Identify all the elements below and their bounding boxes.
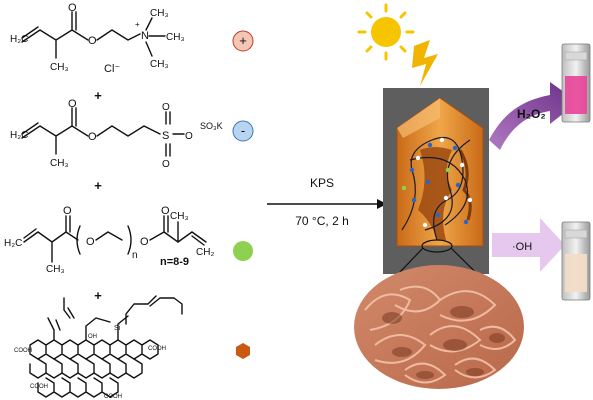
svg-text:S: S xyxy=(162,130,169,142)
svg-text:CH₃: CH₃ xyxy=(150,8,169,19)
graphene-oxide-marker xyxy=(236,343,250,359)
network-beads xyxy=(401,137,473,228)
svg-text:O: O xyxy=(68,98,77,110)
svg-text:O: O xyxy=(68,2,77,14)
go-group-4: Si xyxy=(114,325,121,332)
plus-sign-1: + xyxy=(94,88,102,103)
svg-text:N: N xyxy=(141,30,149,42)
svg-text:O: O xyxy=(88,131,97,143)
sun-icon xyxy=(357,3,415,61)
svg-text:CH₃: CH₃ xyxy=(50,158,69,169)
svg-text:CH₂: CH₂ xyxy=(196,247,214,258)
go-group-5: COOH xyxy=(104,394,122,400)
lightning-icon xyxy=(412,40,438,86)
svg-text:CH₃: CH₃ xyxy=(166,32,185,43)
svg-text:H₂C: H₂C xyxy=(10,34,28,45)
go-group-3: OH xyxy=(88,334,97,340)
svg-text:O: O xyxy=(63,205,72,217)
monomer-crosslinker-structure: H₂C O O n O O CH₃ CH₂ CH₃ n=8-9 xyxy=(4,205,214,275)
graphene-oxide-structure: COOH COOH OH Si COOH COOH xyxy=(14,295,183,400)
plus-sign-2: + xyxy=(94,178,102,193)
crosslinker-marker xyxy=(233,241,253,261)
h2o2-label: H₂O₂ xyxy=(517,107,546,121)
porous-microstructure xyxy=(354,265,524,389)
anionic-marker-label: - xyxy=(241,123,245,138)
polymer-network xyxy=(401,136,471,241)
svg-text:O: O xyxy=(88,35,97,47)
go-group-1: COOH xyxy=(14,348,32,354)
svg-text:CH₃: CH₃ xyxy=(50,62,69,73)
svg-text:CH₃: CH₃ xyxy=(150,59,169,70)
hydroxyl-arrow xyxy=(492,218,565,272)
anionic-marker xyxy=(232,120,254,142)
monomer-cationic-structure: O O N + CH₃ CH₃ CH₃ Cl⁻ H₂C CH₃ xyxy=(10,2,185,75)
repeat-unit-label: n=8-9 xyxy=(160,256,189,268)
go-group-6: COOH xyxy=(30,384,48,390)
svg-text:H₂C: H₂C xyxy=(4,238,22,249)
cationic-marker-label: + xyxy=(239,33,247,48)
svg-text:O: O xyxy=(86,236,95,248)
h2o2-vial xyxy=(561,43,591,123)
hydroxyl-vial xyxy=(561,221,591,301)
go-group-2: COOH xyxy=(148,346,166,352)
svg-text:O: O xyxy=(162,159,170,170)
svg-text:O: O xyxy=(140,236,149,248)
monomer-2-group: SO₃K xyxy=(200,121,223,131)
reaction-reagent: KPS xyxy=(310,176,334,190)
monomer-anionic-structure: O O S O O O H₂C CH₃ SO₃K xyxy=(10,98,223,170)
monomer-1-counterion: Cl⁻ xyxy=(104,63,120,75)
reaction-arrow xyxy=(267,199,387,209)
svg-text:CH₃: CH₃ xyxy=(170,211,189,222)
svg-text:O: O xyxy=(162,102,170,113)
hydroxyl-label: ·OH xyxy=(512,241,532,253)
svg-text:O: O xyxy=(185,131,193,142)
svg-text:+: + xyxy=(135,20,140,29)
svg-text:CH₃: CH₃ xyxy=(46,264,65,275)
reaction-conditions: 70 °C, 2 h xyxy=(295,214,349,228)
plus-sign-3: + xyxy=(94,288,102,303)
svg-text:O: O xyxy=(161,205,170,217)
svg-text:H₂C: H₂C xyxy=(10,130,28,141)
svg-text:n: n xyxy=(132,250,138,261)
cationic-marker xyxy=(232,30,254,52)
h2o2-arrow xyxy=(489,82,578,150)
